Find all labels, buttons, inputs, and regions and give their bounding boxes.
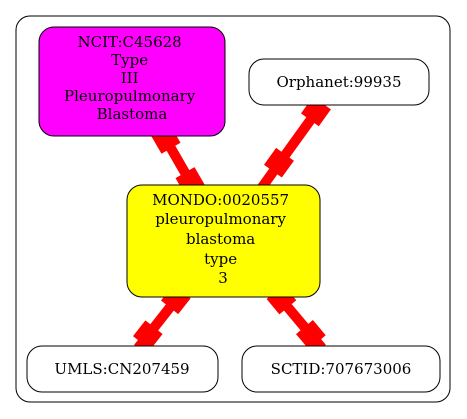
svg-text:Orphanet:99935: Orphanet:99935 (276, 73, 401, 91)
node-mondo-0020557[interactable]: MONDO:0020557 pleuropulmonary blastoma t… (126, 184, 321, 298)
node-label-line: MONDO:0020557 (152, 191, 289, 209)
node-sctid-707673006[interactable]: SCTID:707673006 (241, 345, 441, 393)
node-label-line: type (204, 250, 237, 268)
node-label-line: III (121, 69, 139, 87)
svg-text:SCTID:707673006: SCTID:707673006 (271, 360, 412, 378)
node-label-line: UMLS:CN207459 (54, 360, 189, 378)
node-label-line: NCIT:C45628 (77, 33, 181, 51)
node-label-line: Orphanet:99935 (276, 73, 401, 91)
svg-text:UMLS:CN207459: UMLS:CN207459 (54, 360, 189, 378)
node-label-line: 3 (218, 269, 228, 287)
node-umls-cn207459[interactable]: UMLS:CN207459 (26, 345, 219, 393)
svg-text:MONDO:0020557 pleuropulm: MONDO:0020557 pleuropulmonary blastoma t… (152, 191, 294, 287)
node-label-line: Pleuropulmonary (64, 87, 196, 105)
node-orphanet-99935[interactable]: Orphanet:99935 (248, 58, 430, 106)
node-label-line: Blastoma (97, 105, 168, 123)
node-label-line: Type (111, 51, 148, 69)
node-label-line: blastoma (186, 230, 255, 248)
node-label-line: pleuropulmonary (155, 210, 286, 228)
node-label-line: SCTID:707673006 (271, 360, 412, 378)
svg-text:NCIT:C45628 Type I: NCIT:C45628 Type III Pleuropulmonary Bla… (64, 33, 200, 123)
node-ncit-c45628[interactable]: NCIT:C45628 Type III Pleuropulmonary Bla… (38, 26, 226, 137)
